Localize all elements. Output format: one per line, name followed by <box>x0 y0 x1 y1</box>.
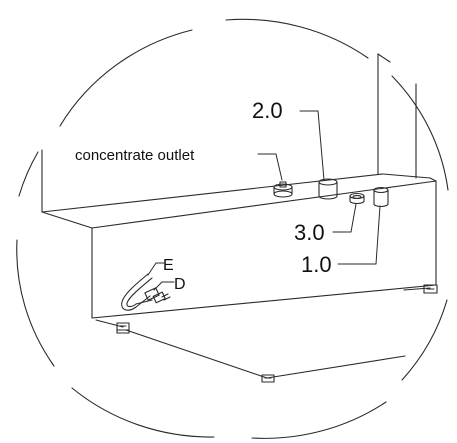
u-tube-connector <box>121 273 171 311</box>
concentrate-outlet-fitting <box>273 181 293 198</box>
tank-front-face <box>91 180 437 319</box>
leader-e <box>147 262 165 276</box>
leader-d <box>153 281 175 291</box>
part-2-fitting <box>318 178 338 200</box>
label-connector-e: E <box>163 257 174 274</box>
detail-circle <box>16 18 449 439</box>
leader-part-2 <box>299 110 325 181</box>
leader-part-1 <box>337 205 381 265</box>
foot-left <box>116 322 130 334</box>
leader-concentrate-outlet <box>257 153 283 181</box>
label-concentrate-outlet: concentrate outlet <box>75 147 195 164</box>
part-3-fitting <box>349 192 365 205</box>
label-part-1: 1.0 <box>301 252 332 277</box>
label-connector-d: D <box>174 276 186 293</box>
label-part-3: 3.0 <box>294 220 325 245</box>
leader-lines <box>147 110 381 291</box>
base-frame <box>95 287 431 379</box>
foot-right <box>423 284 438 294</box>
leader-part-3 <box>332 203 357 233</box>
part-1-fitting <box>373 186 389 208</box>
label-part-2: 2.0 <box>252 98 283 123</box>
back-wall <box>41 53 417 213</box>
tank-top-face <box>41 173 437 229</box>
foot-front <box>261 374 275 383</box>
